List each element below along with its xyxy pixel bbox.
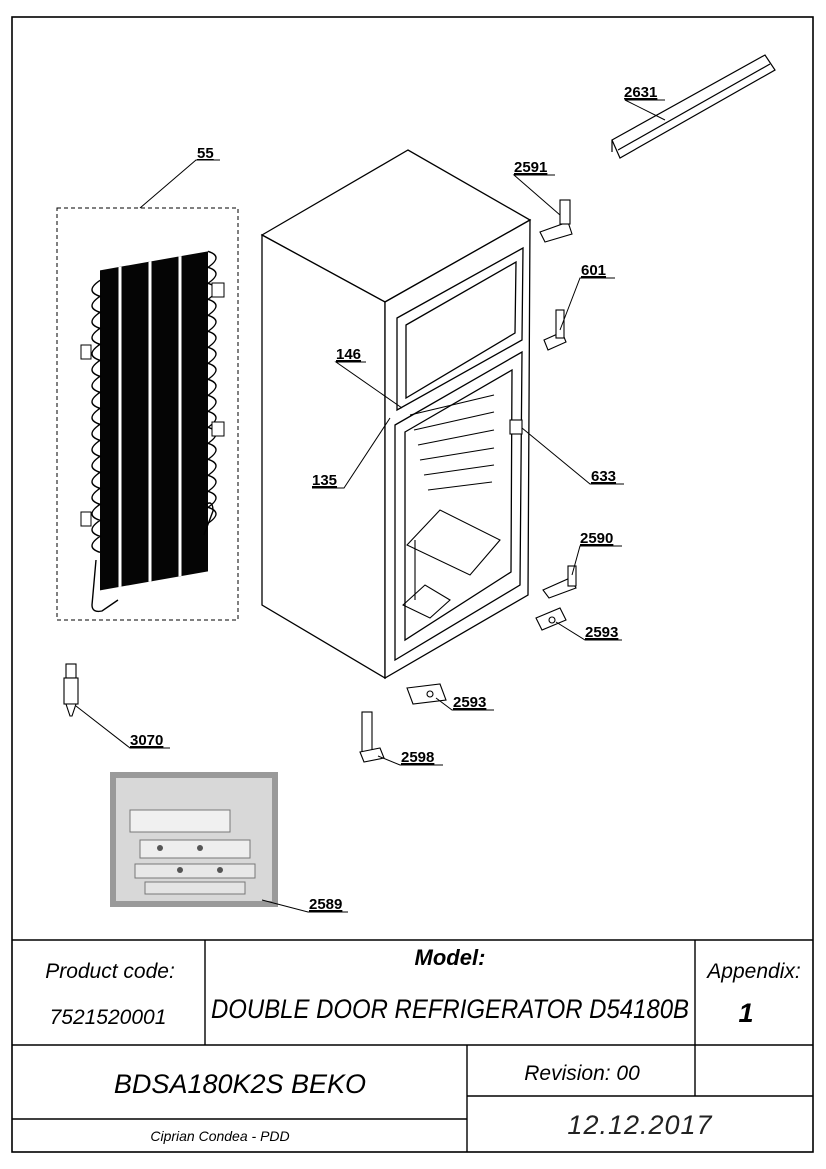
accessory-bag-part-2589 — [110, 772, 278, 907]
callout-2631: 2631 — [624, 84, 657, 101]
product-name: BDSA180K2S BEKO — [114, 1069, 366, 1099]
appendix-value: 1 — [738, 998, 753, 1028]
bracket-part-2593-bottom — [406, 683, 447, 705]
leader-lines — [75, 99, 666, 913]
sensor-part-3070 — [63, 663, 79, 717]
model-label: Model: — [415, 945, 486, 970]
callout-2593-bottom: 2593 — [453, 694, 486, 711]
callout-2591: 2591 — [514, 159, 547, 176]
date: 12.12.2017 — [567, 1110, 712, 1140]
condenser-part-55 — [56, 207, 239, 621]
product-code-value: 7521520001 — [50, 1006, 167, 1029]
callout-2593-right: 2593 — [585, 624, 618, 641]
top-rail-part-2631 — [611, 54, 776, 159]
hinge-part-601 — [543, 309, 567, 351]
model-value: DOUBLE DOOR REFRIGERATOR D54180B — [211, 994, 689, 1024]
callout-601: 601 — [581, 262, 606, 279]
hinge-part-2591 — [539, 199, 573, 243]
callout-2598: 2598 — [401, 749, 434, 766]
revision: Revision: 00 — [524, 1062, 640, 1085]
bracket-part-2593-right — [535, 607, 567, 631]
appendix-label: Appendix: — [705, 960, 800, 983]
foot-part-2598 — [359, 711, 385, 763]
callout-146: 146 — [336, 346, 361, 363]
callout-2590: 2590 — [580, 530, 613, 547]
latch-part-633 — [509, 419, 523, 435]
callout-55: 55 — [197, 145, 214, 162]
drawing-border — [11, 16, 814, 1153]
callout-633: 633 — [591, 468, 616, 485]
refrigerator-cabinet — [260, 149, 532, 680]
title-block — [12, 939, 813, 1152]
hinge-part-2590 — [542, 565, 577, 599]
product-code-label: Product code: — [45, 960, 175, 983]
callout-2589: 2589 — [309, 896, 342, 913]
callout-3070: 3070 — [130, 732, 163, 749]
author: Ciprian Condea - PDD — [150, 1128, 289, 1144]
callout-135: 135 — [312, 472, 337, 489]
